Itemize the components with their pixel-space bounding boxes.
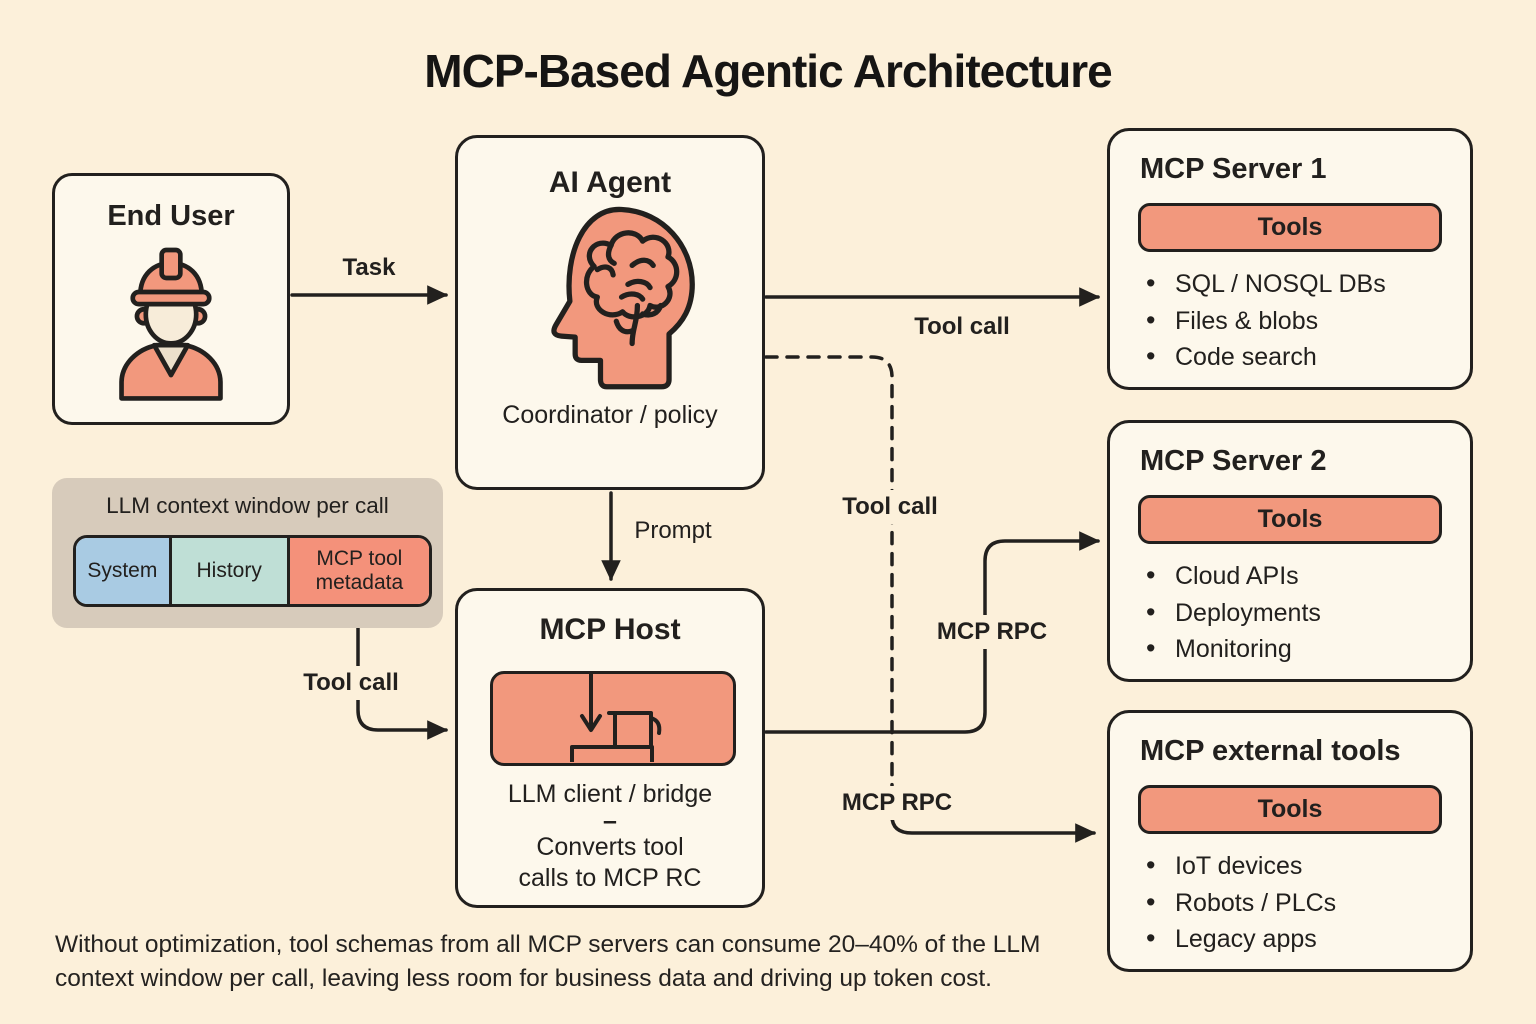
mcp-host-box: MCP Host LLM client / bridge – Converts …	[455, 588, 765, 908]
label-task: Task	[342, 254, 396, 281]
end-user-title: End User	[107, 200, 235, 232]
context-segment-history: History	[168, 538, 287, 604]
context-segment-mcp-tool-metadata: MCP tool metadata	[286, 538, 429, 604]
mcp-server-2-title: MCP Server 2	[1140, 445, 1327, 477]
end-user-box: End User	[52, 173, 290, 425]
host-icon-panel	[490, 671, 736, 766]
context-window-bar: System History MCP tool metadata	[73, 535, 432, 607]
context-window-title: LLM context window per call	[106, 493, 389, 518]
tool-intake-icon	[569, 672, 661, 764]
host-caption-divider: –	[603, 807, 617, 835]
label-tool-call-context: Tool call	[294, 666, 408, 700]
list-item: Files & blobs	[1138, 302, 1442, 340]
mcp-external-tools-box: MCP external tools Tools IoT devices Rob…	[1107, 710, 1473, 972]
host-caption-line2: Converts tool	[536, 833, 684, 861]
arrow-tool-call-context-host	[356, 607, 449, 740]
mcp-external-tools-button: Tools	[1138, 785, 1442, 834]
mcp-external-tools-list: IoT devices Robots / PLCs Legacy apps	[1138, 847, 1442, 958]
ai-agent-title: AI Agent	[548, 166, 672, 199]
context-window-box: LLM context window per call System Histo…	[52, 478, 443, 628]
label-mcp-rpc-external: MCP RPC	[832, 786, 962, 820]
mcp-host-title: MCP Host	[539, 613, 681, 646]
arrow-tool-call-dashed	[764, 355, 894, 790]
mcp-server-1-title: MCP Server 1	[1140, 153, 1327, 185]
worker-icon	[119, 247, 223, 401]
ai-agent-subtitle: Coordinator / policy	[502, 401, 718, 429]
mcp-server-2-list: Cloud APIs Deployments Monitoring	[1138, 557, 1442, 668]
list-item: Monitoring	[1138, 630, 1442, 668]
footer-note: Without optimization, tool schemas from …	[55, 931, 1041, 992]
mcp-server-2-tools-button: Tools	[1138, 495, 1442, 544]
mcp-server-1-list: SQL / NOSQL DBs Files & blobs Code searc…	[1138, 265, 1442, 376]
list-item: Cloud APIs	[1138, 557, 1442, 595]
list-item: SQL / NOSQL DBs	[1138, 265, 1442, 303]
list-item: Code search	[1138, 338, 1442, 376]
host-caption-line1: LLM client / bridge	[507, 780, 713, 808]
context-segment-system: System	[76, 538, 169, 604]
label-tool-call-server1: Tool call	[914, 313, 1010, 340]
list-item: Legacy apps	[1138, 920, 1442, 958]
mcp-external-tools-title: MCP external tools	[1140, 735, 1401, 767]
host-caption-line3: calls to MCP RC	[518, 864, 702, 892]
mcp-server-2-box: MCP Server 2 Tools Cloud APIs Deployment…	[1107, 420, 1473, 682]
list-item: IoT devices	[1138, 847, 1442, 885]
list-item: Robots / PLCs	[1138, 884, 1442, 922]
brain-head-icon	[550, 206, 695, 390]
page-title: MCP-Based Agentic Architecture	[424, 45, 1112, 97]
label-mcp-rpc-server2: MCP RPC	[927, 615, 1057, 649]
mcp-host-caption: LLM client / bridge – Converts tool call…	[458, 779, 762, 894]
list-item: Deployments	[1138, 594, 1442, 632]
ai-agent-box: AI Agent Coordinator / policy	[455, 135, 765, 490]
mcp-server-1-tools-button: Tools	[1138, 203, 1442, 252]
label-prompt: Prompt	[634, 517, 712, 544]
label-tool-call-dashed: Tool call	[833, 490, 947, 524]
mcp-server-1-box: MCP Server 1 Tools SQL / NOSQL DBs Files…	[1107, 128, 1473, 390]
